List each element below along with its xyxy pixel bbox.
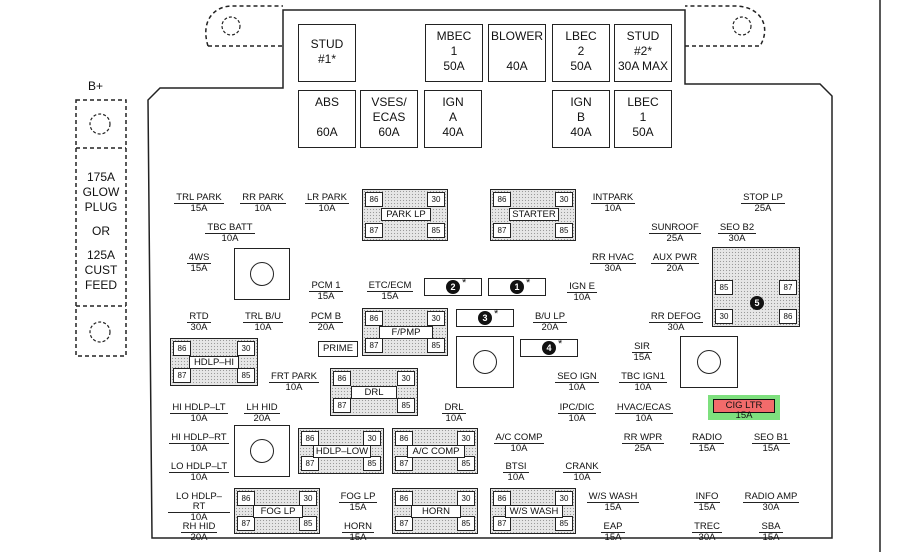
abs-fuse: ABS 60A (298, 90, 356, 148)
stud2-fuse: STUD#2*30A MAX (614, 24, 672, 82)
bullet-1: 1 (510, 280, 524, 294)
star-3: * (494, 308, 499, 320)
stud1-fuse: STUD#1* (298, 24, 356, 82)
blower-fuse: BLOWER 40A (488, 24, 546, 82)
bplus-label: B+ (88, 79, 104, 93)
prime-connector: PRIME (318, 341, 358, 357)
bullet-4: 4 (542, 341, 556, 355)
star-1: * (526, 277, 531, 289)
mount-square-4 (234, 425, 290, 477)
bullet-3: 3 (478, 311, 492, 325)
cig-ltr-marker (713, 399, 775, 413)
mount-square-1 (234, 248, 290, 300)
bullet-2: 2 (446, 280, 460, 294)
bullet-5: 5 (750, 296, 764, 310)
star-2: * (462, 277, 467, 289)
mount-square-2 (456, 336, 514, 388)
star-4: * (558, 338, 563, 350)
mount-square-3 (680, 336, 738, 388)
